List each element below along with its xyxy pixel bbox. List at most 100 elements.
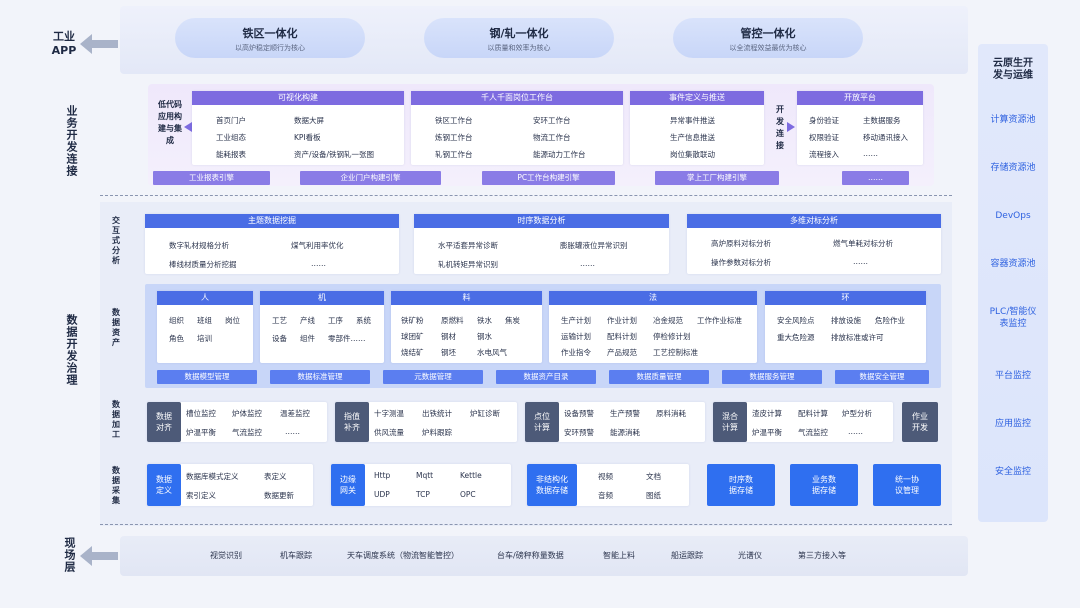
portal-engine: 企业门户构建引擎	[300, 171, 441, 185]
data-define-key: 数据 定义	[147, 464, 181, 506]
list-item: 十字测温	[374, 409, 404, 418]
devops: DevOps	[995, 211, 1031, 221]
list-item: 身份验证	[809, 116, 839, 125]
list-item: 钢坯	[441, 348, 456, 357]
standard-mgmt: 数据标准管理	[270, 370, 370, 384]
list-item: 燃气单耗对标分析	[833, 239, 893, 248]
industrial-app-label: 工业 APP	[51, 30, 77, 57]
list-item: 钢材	[441, 332, 456, 341]
list-item: 岗位	[225, 316, 240, 325]
list-item: 能源消耗	[610, 428, 640, 437]
cloud-native-column: 云原生开 发与运维 计算资源池 存储资源池 DevOps 容器资源池 PLC/智…	[978, 44, 1048, 522]
arrow-left-icon	[80, 34, 118, 54]
list-item: 炉料跟踪	[422, 428, 452, 437]
point-calc-key: 点位 计算	[525, 402, 559, 442]
list-item: 生产计划	[561, 316, 591, 325]
list-item: 角色	[169, 334, 184, 343]
security-monitor: 安全监控	[994, 467, 1031, 477]
storage-pool: 存储资源池	[990, 163, 1036, 173]
timeseries-analysis-card: 时序数据分析 水平适套异常诊断 膨胀罐液位异常识别 轧机转矩异常识别 ……	[414, 214, 669, 274]
divider	[100, 195, 952, 196]
list-item: 工作作业标准	[697, 316, 742, 325]
list-item: 钢水	[477, 332, 492, 341]
list-item: 配料计划	[607, 332, 637, 341]
list-item: 岗位集散联动	[670, 150, 715, 159]
model-mgmt: 数据模型管理	[157, 370, 257, 384]
app-monitor: 应用监控	[994, 419, 1031, 429]
list-item: 工艺控制标准	[653, 348, 698, 357]
iron-integration: 铁区一体化以高炉稳定顺行为核心	[175, 18, 365, 58]
list-item: 生产信息推送	[670, 133, 715, 142]
dev-connect-label: 开发连接	[776, 105, 784, 150]
arrow-left-icon	[80, 546, 118, 566]
topic-mining-card: 主题数据挖掘 数字轧材规格分析 煤气利用率优化 棒线材质量分析挖掘 ……	[145, 214, 399, 274]
list-item: 出铁统计	[422, 409, 452, 418]
list-item: 组件	[300, 334, 315, 343]
list-item: 配料计算	[798, 409, 828, 418]
list-item: 炼钢工作台	[435, 133, 473, 142]
site-item: 天车调度系统（物流智能管控）	[347, 551, 459, 560]
unstructured-key: 非结构化 数据存储	[527, 464, 577, 506]
list-item: 铁区工作台	[435, 116, 473, 125]
list-item: 操作参数对标分析	[711, 258, 771, 267]
list-item: 首页门户	[216, 116, 246, 125]
list-item: 安全风险点	[777, 316, 815, 325]
steel-rolling-integration: 钢/轧一体化以质量和效率为核心	[424, 18, 614, 58]
list-item: 流程接入	[809, 150, 839, 159]
material-card: 料 铁矿粉 原燃料 铁水 焦炭 球团矿 钢材 钢水 烧结矿 钢坯 水电风气	[391, 291, 542, 363]
list-item: 索引定义	[186, 491, 216, 500]
list-item: 危险作业	[875, 316, 905, 325]
list-item: 资产/设备/铁钢轧一张图	[294, 150, 375, 159]
list-item: 培训	[197, 334, 212, 343]
list-item: Http	[374, 471, 391, 480]
list-item: 权限验证	[809, 133, 839, 142]
list-item: 设备预警	[564, 409, 594, 418]
benchmark-analysis-card: 多维对标分析 高炉原料对标分析 燃气单耗对标分析 操作参数对标分析 ……	[687, 214, 941, 274]
platform-monitor: 平台监控	[994, 371, 1031, 381]
list-item: 棒线材质量分析挖掘	[169, 260, 237, 269]
list-item: 气流监控	[798, 428, 828, 437]
list-item: 冶金规范	[653, 316, 683, 325]
divider	[100, 524, 952, 525]
machine-card: 机 工艺 产线 工序 系统 设备 组件 零部件……	[260, 291, 384, 363]
list-item: 作业指令	[561, 348, 591, 357]
list-item: 温差监控	[280, 409, 310, 418]
more-engine: ……	[842, 171, 909, 185]
list-item: 轧钢工作台	[435, 150, 473, 159]
list-item: 水平适套异常诊断	[438, 241, 498, 250]
site-item: 机车跟踪	[280, 551, 312, 560]
workbench-card: 千人千面岗位工作台 铁区工作台 安环工作台 炼钢工作台 物流工作台 轧钢工作台 …	[411, 91, 623, 165]
plc-monitor: PLC/智能仪 表监控	[989, 307, 1037, 329]
list-item: 停检修计划	[653, 332, 691, 341]
complete-key: 指值 补齐	[335, 402, 369, 442]
list-item: ……	[285, 427, 300, 436]
list-item: 生产预警	[610, 409, 640, 418]
edge-gateway-key: 边缘 网关	[331, 464, 365, 506]
site-layer-label: 现场层	[63, 537, 76, 573]
list-item: 数据大屏	[294, 116, 324, 125]
list-item: 炉缸诊断	[470, 409, 500, 418]
list-item: 音频	[598, 491, 613, 500]
data-collection-label: 数据采集	[112, 466, 120, 505]
list-item: 槽位监控	[186, 409, 216, 418]
list-item: 表定义	[264, 472, 287, 481]
list-item: 炉温平衡	[752, 428, 782, 437]
list-item: 主数据服务	[863, 116, 901, 125]
site-item: 船运跟踪	[671, 551, 703, 560]
mixed-calc-key: 混合 计算	[713, 402, 747, 442]
data-processing-label: 数据加工	[112, 400, 120, 439]
list-item: 工艺	[272, 316, 287, 325]
list-item: 铁水	[477, 316, 492, 325]
business-dev-label: 业务开发连接	[65, 105, 78, 177]
list-item: 能耗报表	[216, 150, 246, 159]
list-item: 数字轧材规格分析	[169, 241, 229, 250]
people-card: 人 组织 班组 岗位 角色 培训	[157, 291, 253, 363]
list-item: 文档	[646, 472, 661, 481]
list-item: 数据更新	[264, 491, 294, 500]
list-item: 移动通讯接入	[863, 133, 908, 142]
list-item: 设备	[272, 334, 287, 343]
job-dev: 作业 开发	[902, 402, 938, 442]
interactive-analysis-label: 交互式分析	[112, 216, 120, 265]
site-item: 光谱仪	[738, 551, 762, 560]
caret-right-icon	[787, 122, 795, 132]
